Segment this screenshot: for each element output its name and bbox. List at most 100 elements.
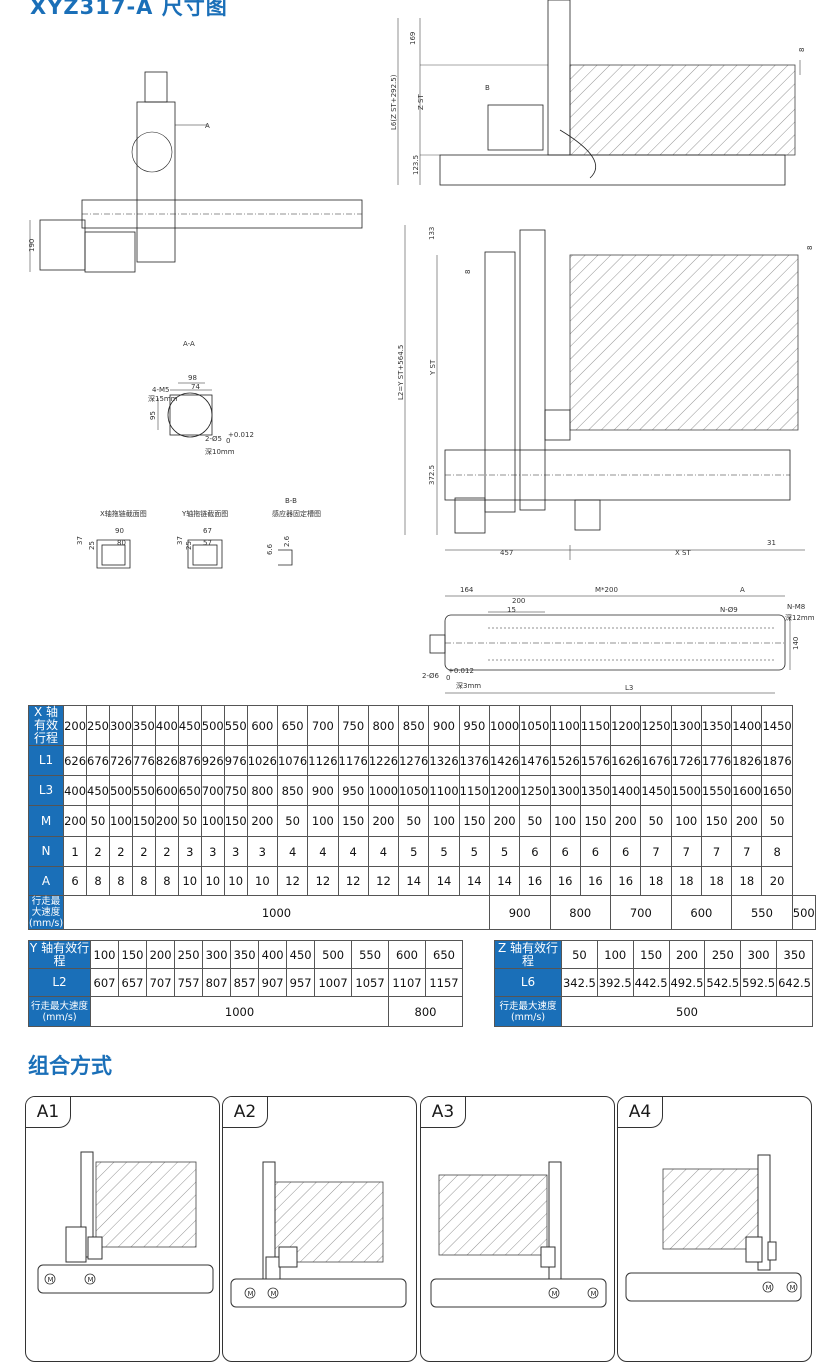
table-cell: 150	[579, 805, 612, 837]
table-cell: 707	[146, 968, 176, 997]
table-cell: 3	[223, 836, 248, 867]
dim-n-phi9: N-Ø9	[720, 606, 738, 614]
motor-icon: M	[248, 1290, 254, 1298]
dim-372-5: 372.5	[428, 465, 436, 485]
table-cell: 1	[63, 836, 88, 867]
table-cell: 7	[640, 836, 672, 867]
table-cell: 50	[86, 805, 110, 837]
table-cell: 1076	[276, 745, 309, 776]
row-header: Z 轴有效行程	[494, 940, 562, 969]
table-cell: 7	[670, 836, 702, 867]
table-cell: 100	[307, 805, 339, 837]
table-cell: 2	[154, 836, 179, 867]
row-header: 行走最大速度(mm/s)	[494, 996, 562, 1027]
table-cell: 600	[154, 775, 179, 806]
table-cell: 342.5	[561, 968, 598, 997]
tol-b-lower: 0	[446, 674, 450, 682]
dim-depth-10: 深10mm	[205, 447, 235, 456]
dim-123-5: 123.5	[412, 155, 420, 175]
table-cell: 50	[561, 940, 598, 969]
row-header: Y 轴有效行程	[28, 940, 91, 969]
dim-140: 140	[792, 637, 800, 650]
table-cell: 2	[131, 836, 156, 867]
label-a: A	[205, 122, 210, 130]
table-cell: 16	[519, 866, 551, 896]
table-cell: 1350	[579, 775, 612, 806]
table-cell: 1200	[488, 775, 521, 806]
table-cell: 5	[398, 836, 430, 867]
dim-200: 200	[512, 597, 525, 605]
dim-74: 74	[191, 383, 200, 391]
table-cell: 757	[174, 968, 204, 997]
table-cell: 6	[549, 836, 581, 867]
sensor-slot-label: 感应器固定槽图	[272, 509, 321, 518]
table-cell: 1176	[337, 745, 369, 776]
dimension-drawing: 169 Z ST L6(Z ST+292.5) 123.5 8 8 8 B A …	[28, 0, 815, 694]
table-cell: 18	[731, 866, 763, 896]
table-cell: 600	[670, 895, 733, 930]
table-cell: 800	[246, 775, 278, 806]
table-cell: 100	[549, 805, 581, 837]
table-cell: 450	[86, 775, 110, 806]
table-cell: 1650	[761, 775, 793, 806]
table-cell: 900	[307, 775, 339, 806]
table-cell: 1450	[640, 775, 672, 806]
x-chain-label: X轴拖链截面图	[100, 509, 147, 518]
dim-133: 133	[428, 227, 436, 240]
z-motor	[144, 71, 168, 103]
dim-6-6: 6.6	[266, 543, 274, 555]
y-chain-label: Y轴拖链截面图	[181, 509, 228, 518]
hatch-area-1	[569, 64, 796, 156]
combo-tag: A1	[26, 1097, 71, 1128]
table-cell: 492.5	[668, 968, 706, 997]
table-cell: 607	[89, 968, 120, 997]
section-aa-label: A-A	[183, 340, 195, 348]
table-cell: 150	[223, 805, 248, 837]
table-cell: 857	[230, 968, 260, 997]
dim-80: 80	[117, 539, 126, 547]
table-cell: 1000	[89, 996, 390, 1027]
table-cell: 850	[398, 705, 430, 746]
combo-a2-diagram: M M	[230, 1161, 407, 1308]
table-cell: 400	[154, 705, 179, 746]
table-cell: 50	[276, 805, 309, 837]
dim-n-m8: N-M8	[787, 603, 805, 611]
table-cell: 200	[146, 940, 176, 969]
table-cell: 1200	[610, 705, 642, 746]
table-cell: 1026	[246, 745, 278, 776]
y-chain-section	[187, 539, 223, 569]
table-cell: 5	[428, 836, 460, 867]
table-cell: 100	[596, 940, 634, 969]
table-cell: 650	[177, 775, 202, 806]
dim-25-y: 25	[185, 541, 193, 550]
z-carriage	[487, 104, 544, 151]
table-cell: 14	[428, 866, 460, 896]
table-cell: 400	[63, 775, 88, 806]
table-cell: 1000	[63, 895, 490, 930]
x-beam-elevation	[439, 154, 786, 186]
dim-25-x: 25	[88, 541, 96, 550]
table-cell: 826	[154, 745, 179, 776]
table-cell: 10	[223, 866, 248, 896]
table-cell: 1450	[761, 705, 793, 746]
table-cell: 957	[286, 968, 316, 997]
table-cell: 1426	[488, 745, 521, 776]
table-cell: 4	[337, 836, 369, 867]
combo-tag: A3	[421, 1097, 466, 1128]
table-cell: 1326	[428, 745, 460, 776]
dim-depth-15: 深15mm	[148, 394, 178, 403]
section-title: 组合方式	[28, 1054, 112, 1078]
table-cell: 12	[337, 866, 369, 896]
table-cell: 950	[458, 705, 490, 746]
table-cell: 500	[791, 895, 816, 930]
table-cell: 1776	[700, 745, 733, 776]
table-cell: 700	[307, 705, 339, 746]
table-cell: 500	[200, 705, 225, 746]
